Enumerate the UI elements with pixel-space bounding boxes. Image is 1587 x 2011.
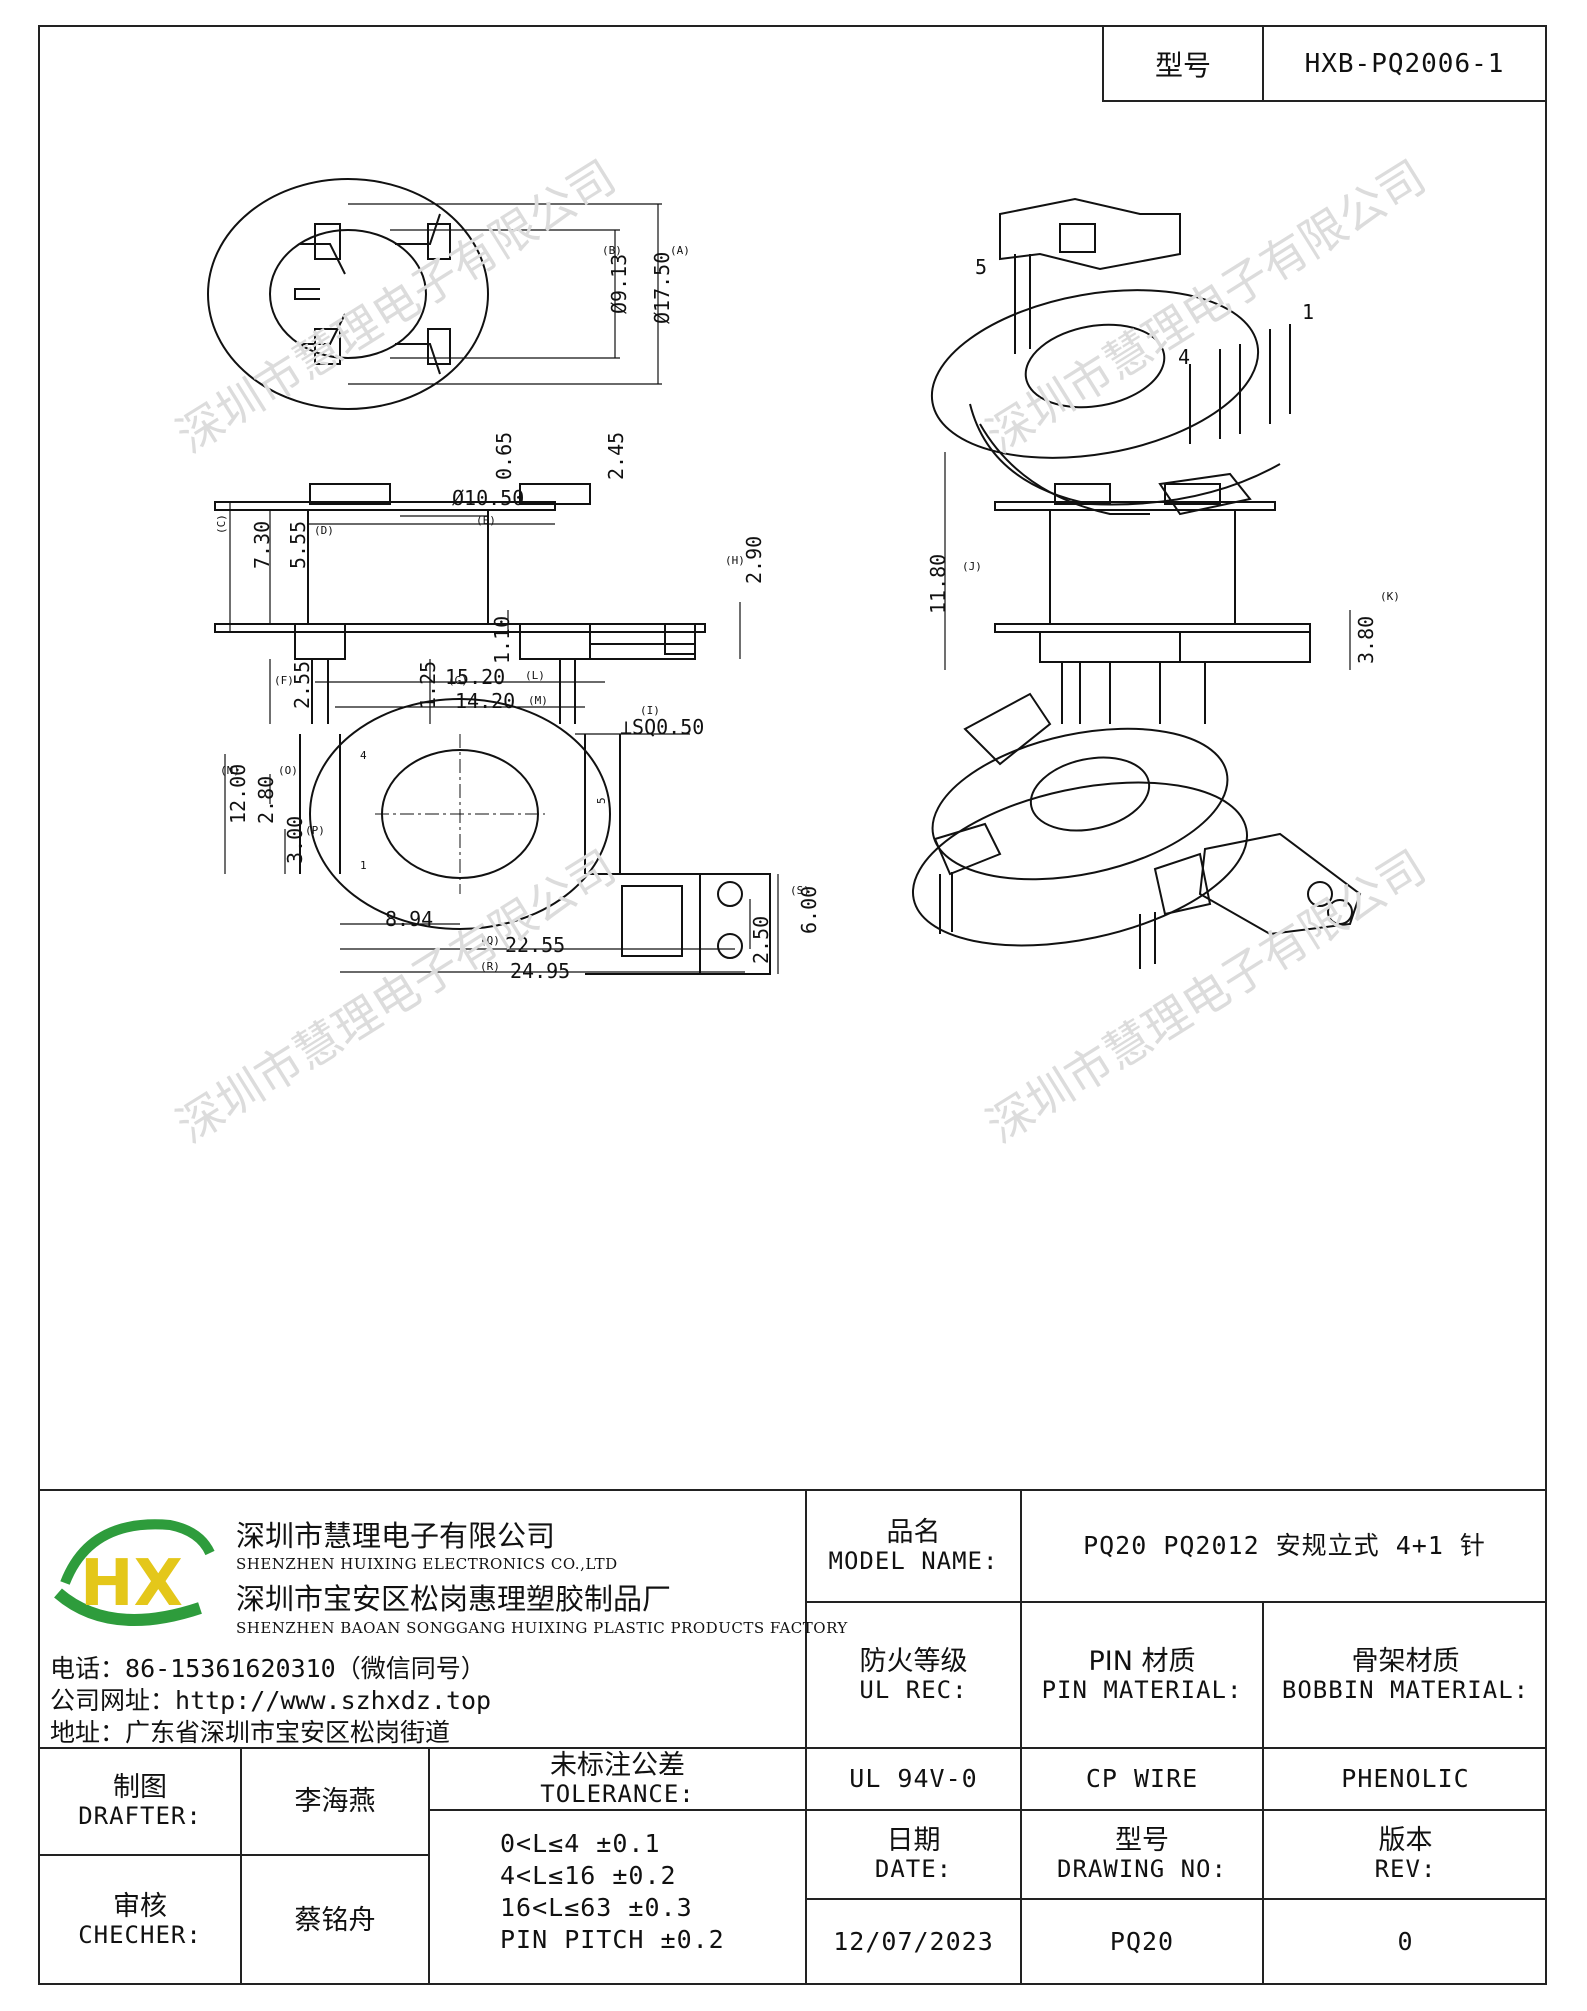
- technical-drawing: .s { fill: none; stroke: #111; stroke-wi…: [40, 104, 1545, 1489]
- drafter-name: 李海燕: [294, 1785, 376, 1817]
- dim-h-label: (H): [725, 554, 745, 567]
- ul-rec-label: 防火等级 UL REC:: [859, 1645, 968, 1704]
- drawing-svg: .s { fill: none; stroke: #111; stroke-wi…: [167, 149, 1435, 1153]
- dim-d-label: (D): [314, 524, 334, 537]
- contact-phone: 电话：86-15361620310（微信同号）: [50, 1654, 486, 1683]
- dim-250: 2.50: [749, 916, 773, 964]
- company-name-en: SHENZHEN HUIXING ELECTRONICS CO.,LTD: [236, 1555, 618, 1573]
- dim-d913: Ø9.13: [607, 254, 631, 314]
- contact-web: 公司网址：http://www.szhxdz.top: [50, 1686, 492, 1715]
- dim-b-label: (B): [602, 244, 622, 257]
- dim-s-label: (S): [790, 884, 810, 897]
- model-title-box: 型号 HXB-PQ2006-1: [1102, 25, 1547, 102]
- tolerance-line-3: 16<L≤63 ±0.3: [500, 1893, 693, 1922]
- model-label: 型号: [1104, 27, 1264, 100]
- pin-label-1: 1: [1302, 300, 1314, 324]
- dim-d1050: Ø10.50: [452, 486, 524, 510]
- logo-text: HX: [80, 1547, 183, 1621]
- dim-2495: 24.95: [510, 959, 570, 983]
- dim-1180: 11.80: [926, 554, 950, 614]
- watermark-1: 深圳市慧理电子有限公司: [167, 149, 625, 463]
- checker-name: 蔡铭舟: [294, 1904, 376, 1936]
- dim-sq050: ⊥SQ0.50: [620, 715, 704, 739]
- date-value: 12/07/2023: [833, 1927, 994, 1957]
- tolerance-line-2: 4<L≤16 ±0.2: [500, 1861, 677, 1890]
- dim-555: 5.55: [286, 521, 310, 569]
- dim-c-label: (C): [215, 514, 228, 534]
- dim-n-label: (N): [220, 764, 240, 777]
- tolerance-line-1: 0<L≤4 ±0.1: [500, 1829, 661, 1858]
- pin-label-bottom-4: 4: [360, 749, 367, 762]
- dim-r-label: (R): [480, 960, 500, 973]
- dim-e-label: (E): [476, 514, 496, 527]
- dim-300: 3.00: [283, 816, 307, 864]
- dim-j-label: (J): [962, 560, 982, 573]
- drafter-label: 制图 DRAFTER:: [78, 1772, 202, 1831]
- factory-name-cn: 深圳市宝安区松岗惠理塑胶制品厂: [236, 1582, 672, 1616]
- dim-065: 0.65: [492, 432, 516, 480]
- model-value: HXB-PQ2006-1: [1304, 48, 1505, 79]
- dim-730: 7.30: [250, 521, 274, 569]
- drawing-no-value: PQ20: [1109, 1927, 1175, 1957]
- rev-label: 版本 REV:: [1374, 1825, 1437, 1884]
- contact-address: 地址：广东省深圳市宝安区松岗街道: [50, 1718, 451, 1747]
- watermark-3: 深圳市慧理电子有限公司: [167, 839, 625, 1153]
- dim-380: 3.80: [1354, 616, 1378, 664]
- dim-245: 2.45: [604, 432, 628, 480]
- pin-label-bottom-1: 1: [360, 859, 367, 872]
- model-name-label: 品名 MODEL NAME:: [828, 1516, 999, 1575]
- dim-1200: 12.00: [226, 764, 250, 824]
- bottom-view: 15.20 (L) 14.20 (M) (N) 12.00 (O) 2.80 3…: [220, 665, 821, 983]
- dim-p-label: (P): [305, 824, 325, 837]
- dim-a-label: (A): [670, 244, 690, 257]
- dim-q-label: (Q): [480, 934, 500, 947]
- dim-m-label: (M): [528, 694, 548, 707]
- dim-600: 6.00: [797, 886, 821, 934]
- dim-i-label: (I): [640, 704, 660, 717]
- bobbin-material-label: 骨架材质 BOBBIN MATERIAL:: [1281, 1645, 1530, 1704]
- dim-110: 1.10: [490, 616, 514, 664]
- top-view: Ø9.13 Ø17.50 (B) (A): [207, 178, 690, 410]
- rev-value: 0: [1397, 1927, 1414, 1957]
- bobbin-material-value: PHENOLIC: [1341, 1763, 1470, 1793]
- dim-g-label: (G): [448, 674, 468, 687]
- dim-d1750: Ø17.50: [650, 252, 674, 324]
- dim-1420: 14.20: [455, 689, 515, 713]
- dim-1520: 15.20: [445, 665, 505, 689]
- date-label: 日期 DATE:: [874, 1825, 953, 1884]
- pin-label-4: 4: [1178, 345, 1190, 369]
- tolerance-label: 未标注公差 TOLERANCE:: [540, 1749, 695, 1808]
- company-logo: HX: [54, 1519, 215, 1626]
- factory-name-en: SHENZHEN BAOAN SONGGANG HUIXING PLASTIC …: [236, 1619, 848, 1637]
- dim-894: 8.94: [385, 907, 433, 931]
- dim-k-label: (K): [1380, 590, 1400, 603]
- pin-material-value: CP WIRE: [1085, 1763, 1199, 1793]
- checker-label: 审核 CHECHER:: [78, 1891, 202, 1950]
- dim-280: 2.80: [254, 776, 278, 824]
- iso-view-bottom: [911, 692, 1362, 969]
- dim-290: 2.90: [742, 536, 766, 584]
- pin-material-label: PIN 材质 PIN MATERIAL:: [1041, 1645, 1243, 1704]
- ul-rec-value: UL 94V-0: [849, 1763, 978, 1793]
- dim-f-label: (F): [274, 674, 294, 687]
- pin-label-5: 5: [975, 255, 987, 279]
- dim-255: 2.55: [290, 661, 314, 709]
- drawing-no-label: 型号 DRAWING NO:: [1057, 1825, 1227, 1884]
- dim-l-label: (L): [525, 669, 545, 682]
- dim-2255: 22.55: [505, 933, 565, 957]
- side-view-1: 0.65 2.45 Ø10.50 (E) (C) 7.30 5.55 (D) (…: [214, 432, 766, 739]
- side-view-2: 11.80 (J) 3.80 (K): [926, 452, 1400, 724]
- watermark-2: 深圳市慧理电子有限公司: [977, 149, 1435, 463]
- pin-label-bottom-5: 5: [595, 797, 608, 804]
- model-name-value: PQ20 PQ2012 安规立式 4+1 针: [1083, 1530, 1486, 1560]
- title-block: HX 深圳市慧理电子有限公司 SHENZHEN HUIXING ELECTRON…: [38, 1489, 1547, 1985]
- company-name-cn: 深圳市慧理电子有限公司: [236, 1519, 556, 1553]
- tolerance-line-4: PIN PITCH ±0.2: [500, 1925, 725, 1954]
- dim-o-label: (O): [278, 764, 298, 777]
